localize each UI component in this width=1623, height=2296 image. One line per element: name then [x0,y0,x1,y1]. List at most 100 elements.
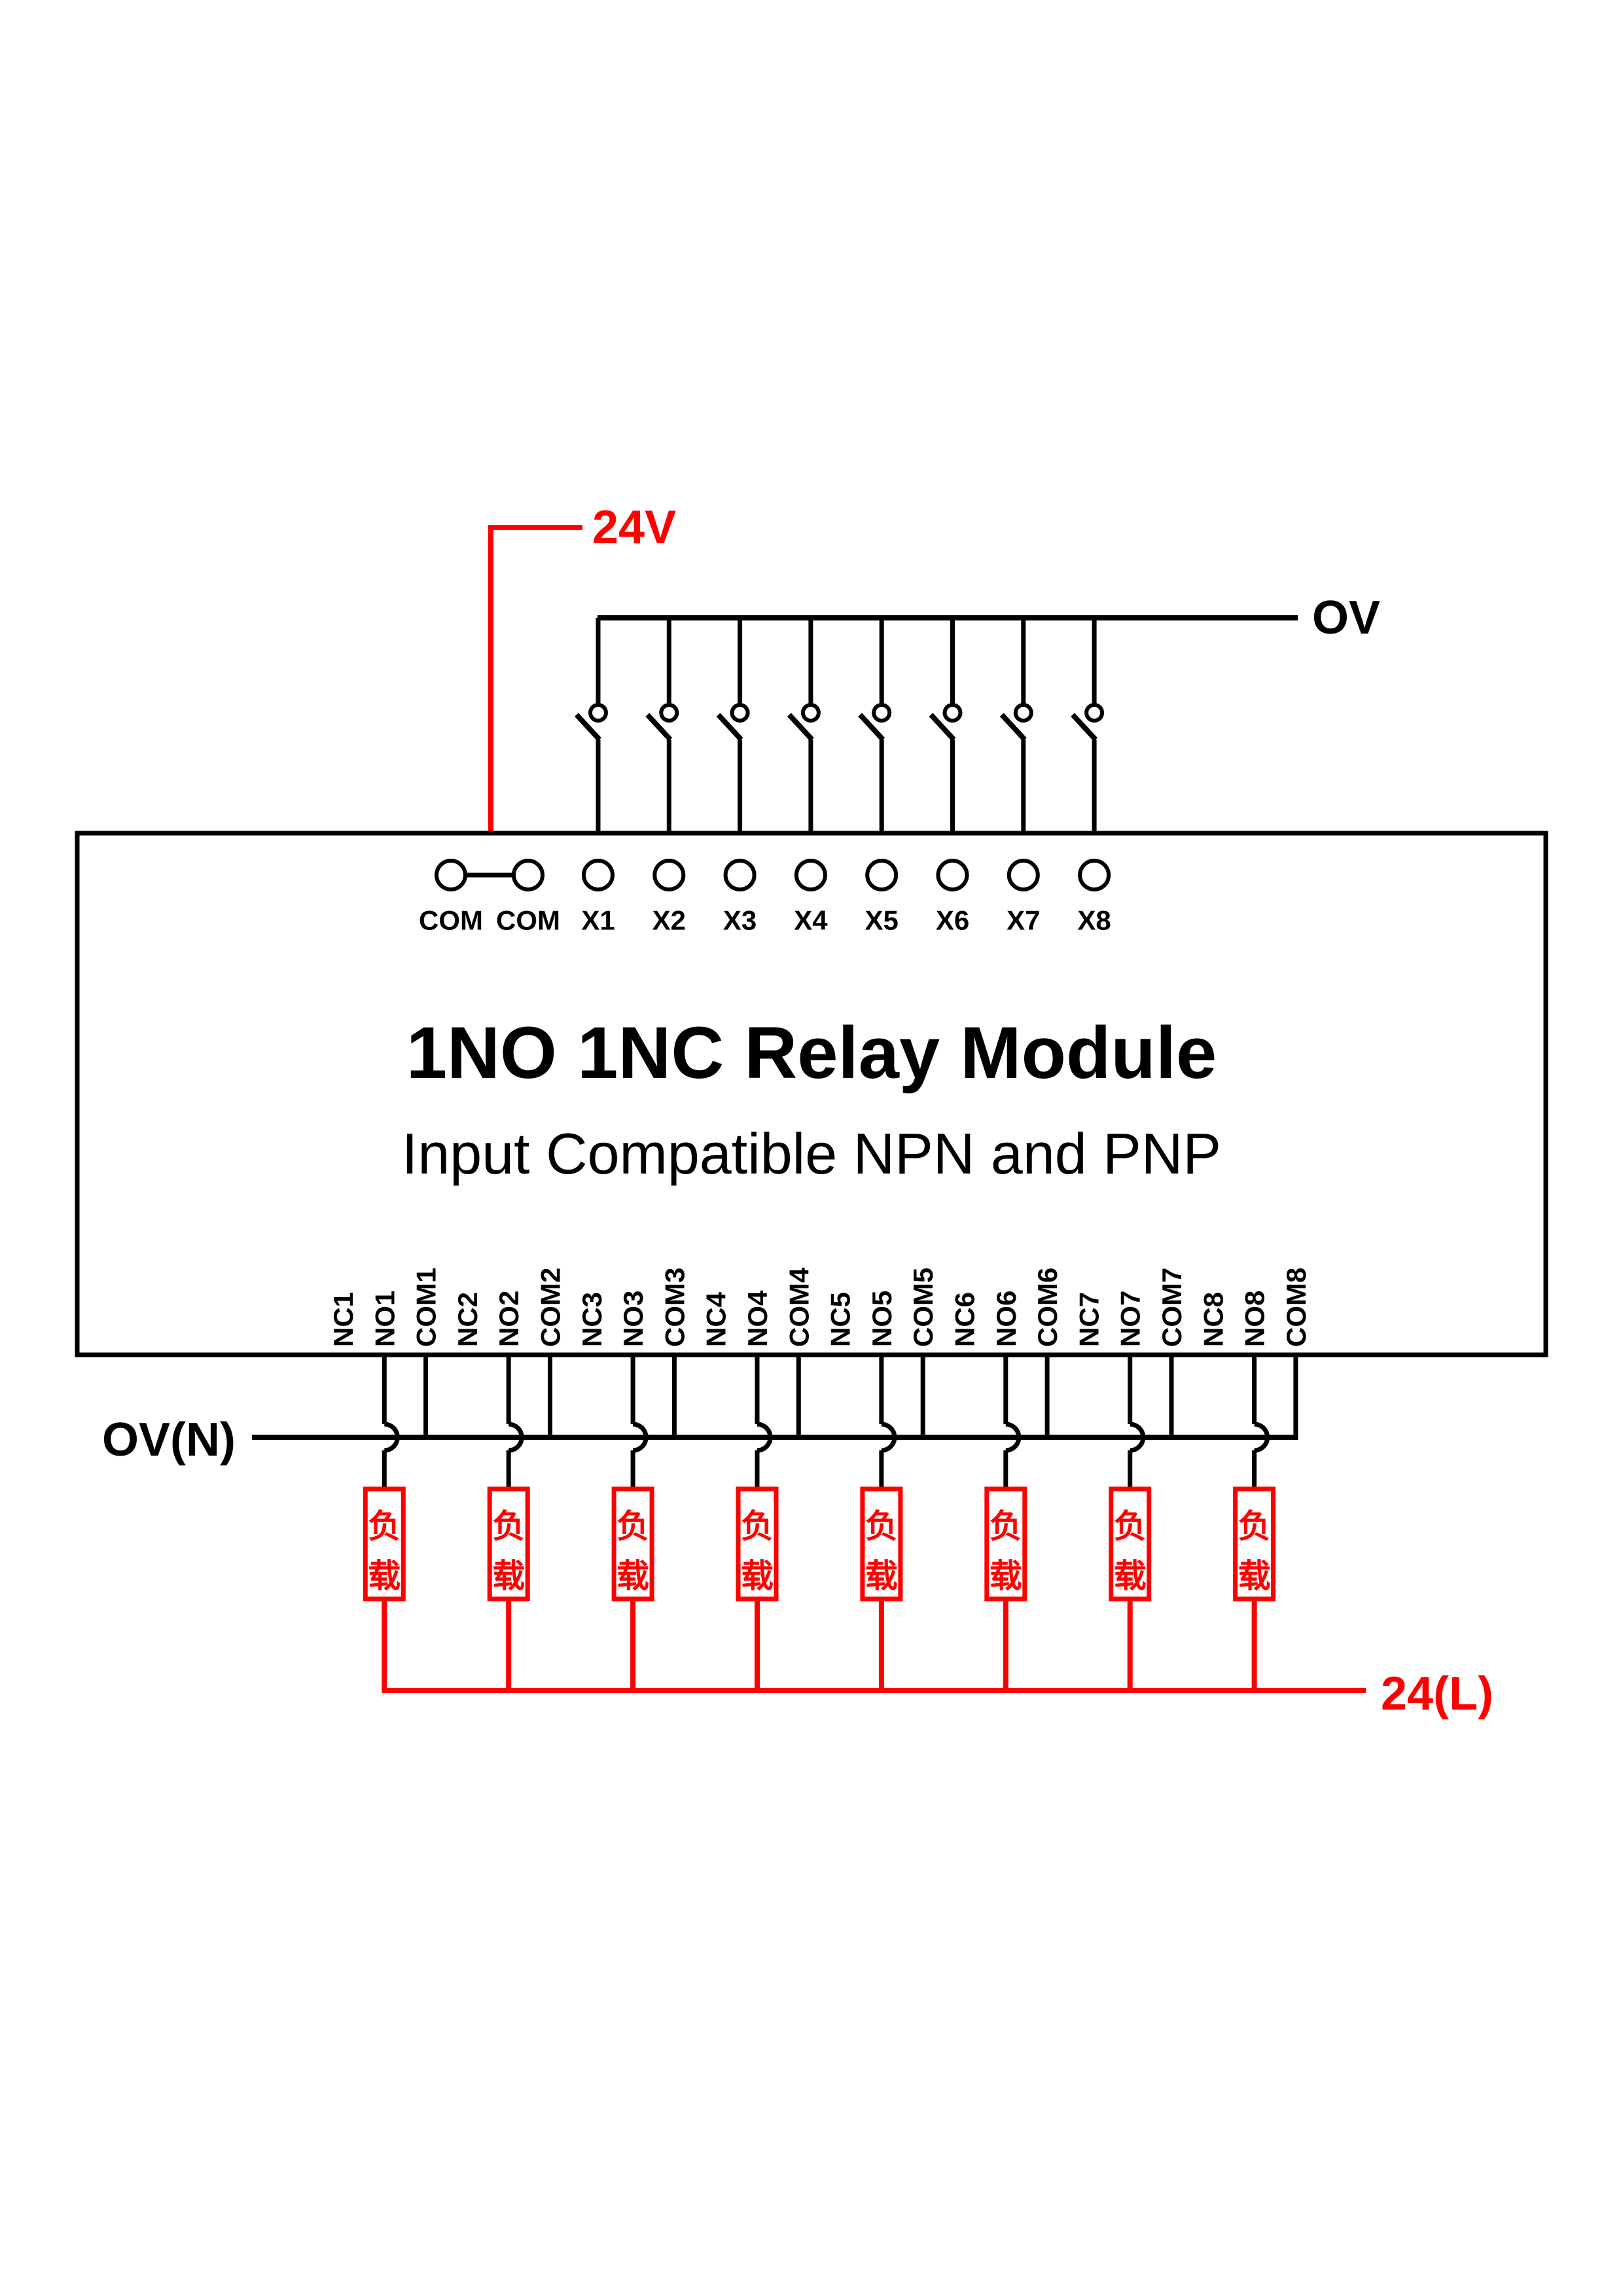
load-label-char-1: 负 [1114,1508,1147,1545]
terminal-x6: X6 [936,859,969,936]
load-box-6 [984,1486,1027,1602]
terminal-label-com8: COM8 [1281,1268,1311,1347]
load-label-char-1: 负 [865,1508,898,1545]
input-switch-x8 [1071,618,1105,833]
terminal-label: X6 [936,905,969,936]
load-box-5 [860,1486,903,1602]
switch-blade-icon [858,713,885,742]
terminal-hole-icon [723,859,757,891]
terminal-label-no5: NO5 [866,1291,897,1347]
load-label-char-1: 负 [741,1508,774,1545]
load-label-char-2: 载 [990,1558,1022,1594]
load-box-3 [611,1486,654,1602]
switch-contact-icon [730,703,750,723]
load-label-char-1: 负 [1238,1508,1271,1545]
input-switch-x7 [999,618,1033,833]
load-label-char-1: 负 [368,1508,401,1545]
terminal-hole-icon [936,859,969,891]
switch-blade-icon [999,713,1027,742]
switch-contact-icon [800,703,821,723]
terminal-label: X3 [723,905,757,936]
terminal-label-no6: NO6 [991,1291,1022,1347]
switch-contact-icon [588,703,608,723]
terminal-label-nc6: NC6 [950,1292,980,1347]
terminal-x1: X1 [581,859,615,936]
load-label-char-2: 载 [865,1558,898,1594]
terminal-label: COM [419,905,483,936]
terminal-x3: X3 [723,859,757,936]
input-switch-x2 [645,618,679,833]
terminal-x2: X2 [652,859,686,936]
switch-blade-icon [1071,713,1098,742]
load-box-1 [363,1486,406,1602]
supply-24v-label: 24V [592,501,676,554]
terminal-label-no1: NO1 [369,1291,400,1347]
terminal-label: X7 [1007,905,1040,936]
load-label-char-2: 载 [368,1558,401,1594]
module-title: 1NO 1NC Relay Module [406,1012,1217,1094]
switch-contact-icon [1013,703,1033,723]
terminal-label-com7: COM7 [1156,1268,1187,1347]
terminal-label: X8 [1077,905,1111,936]
load-label-char-2: 载 [1238,1558,1271,1594]
channel-3-wiring: 负载 [611,1355,677,1693]
supply-24v-wire [488,525,582,835]
load-label-char-1: 负 [990,1508,1022,1545]
terminal-x5: X5 [865,859,899,936]
load-label-char-2: 载 [741,1558,774,1594]
load-box-7 [1109,1486,1152,1602]
terminal-label: X1 [581,905,615,936]
load-24l-label: 24(L) [1381,1668,1493,1720]
terminal-label-nc8: NC8 [1198,1292,1228,1347]
switch-contact-icon [942,703,963,723]
load-label-char-1: 负 [492,1508,525,1545]
terminal-label-com1: COM1 [411,1268,442,1347]
terminal-label-com3: COM3 [659,1268,690,1347]
terminal-label-com4: COM4 [783,1267,814,1347]
terminal-label-nc5: NC5 [825,1292,856,1347]
terminal-label: X4 [794,905,828,936]
terminal-label-com2: COM2 [535,1268,566,1347]
terminal-hole-icon [582,859,615,891]
terminal-label-no8: NO8 [1240,1291,1270,1347]
terminal-label-com6: COM6 [1032,1268,1063,1347]
terminal-label: COM [496,905,560,936]
load-box-4 [736,1486,779,1602]
terminal-hole-icon [652,859,686,891]
switch-contact-icon [659,703,679,723]
terminal-label: X5 [865,905,899,936]
switch-blade-icon [575,713,601,742]
switch-blade-icon [716,713,743,742]
load-label-char-2: 载 [1114,1558,1147,1594]
terminal-label-nc4: NC4 [701,1291,732,1347]
ovn-rail-label: OV(N) [102,1414,236,1466]
switch-contact-icon [872,703,892,723]
terminal-label-no3: NO3 [618,1291,649,1347]
channel-6-wiring: 负载 [984,1355,1050,1693]
terminal-label-nc7: NC7 [1073,1292,1104,1347]
terminal-label-com5: COM5 [908,1268,938,1347]
load-label-char-2: 载 [492,1558,525,1594]
terminal-com: COM [419,859,483,936]
channel-5-wiring: 负载 [860,1355,925,1693]
terminal-x8: X8 [1077,859,1111,936]
terminal-label-nc3: NC3 [577,1292,607,1347]
input-switch-x6 [929,618,963,833]
input-switch-x1 [575,618,608,833]
terminal-hole-icon [1078,859,1111,891]
terminal-x4: X4 [794,859,828,936]
terminal-label-no4: NO4 [742,1290,773,1347]
channel-1-wiring: 负载 [363,1355,429,1693]
channel-2-wiring: 负载 [487,1355,552,1693]
terminal-label-nc2: NC2 [452,1292,483,1347]
switch-contact-icon [1084,703,1105,723]
channel-8-wiring: 负载 [1233,1355,1298,1693]
switch-blade-icon [645,713,673,742]
terminal-hole-icon [435,859,467,891]
terminal-hole-icon [1007,859,1040,891]
